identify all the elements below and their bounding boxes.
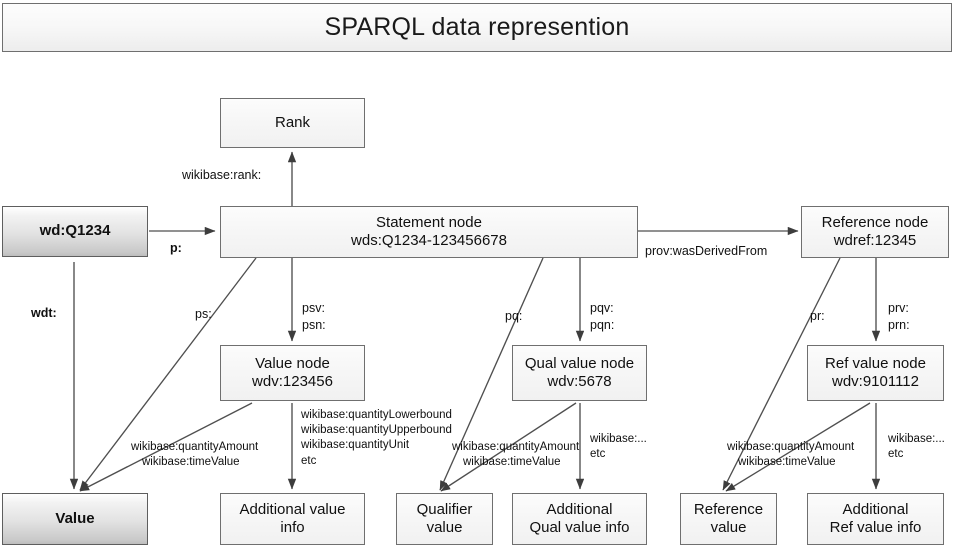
edge-label-pq: pq: [505,309,523,323]
node-qual-value-node-line2: wdv:5678 [547,373,612,390]
edge-label-pqn: pqn: [590,317,615,332]
edge-label-value-amount-1: wikibase:quantityAmount [131,441,259,453]
node-reference-line2: wdref:12345 [833,232,917,249]
edge-label-pqv: pqv: [590,301,614,315]
edge-label-qual-amount-1: wikibase:quantityAmount [452,441,580,453]
edge-label-value-extra-2: wikibase:quantityUpperbound [301,424,452,437]
edge-label-prv-prn: prv: prn: [888,300,910,333]
edge-label-ref-amount: wikibase:quantityAmount wikibase:timeVal… [727,440,854,470]
node-reference-value-line1: Reference [693,500,764,518]
node-additional-ref-value-info-line1: Additional [842,500,909,518]
node-value-node-line2: wdv:123456 [252,373,333,390]
node-value[interactable]: Value [2,493,148,545]
edge-label-rank: wikibase:rank: [182,168,262,182]
node-statement-line1: Statement node [376,213,482,231]
edge-label-qual-amount: wikibase:quantityAmount wikibase:timeVal… [452,440,579,470]
edge-label-pqv-pqn: pqv: pqn: [590,300,614,333]
node-entity-label: wd:Q1234 [39,222,111,240]
node-additional-value-info-line2: info [280,519,305,536]
edge-label-qual-extra-2: etc [590,448,606,461]
edge-label-qual-amount-2: wikibase:timeValue [463,456,561,469]
node-value-node[interactable]: Value node wdv:123456 [220,345,365,401]
edge-label-psn: psn: [302,317,326,332]
edge-ps [79,257,257,491]
node-rank-label: Rank [274,113,311,131]
edge-label-p: p: [170,241,182,255]
edge-label-ref-extra-1: wikibase:... [888,433,945,445]
node-additional-qual-value-info-line2: Qual value info [529,519,630,536]
node-reference-line1: Reference node [821,213,929,231]
edge-label-prn: prn: [888,317,910,332]
node-statement[interactable]: Statement node wds:Q1234-123456678 [220,206,638,258]
edge-pq [439,257,544,491]
edge-pr [722,257,841,491]
node-qualifier-value-line2: value [426,519,463,536]
edge-valuenode-to-value [79,402,253,492]
node-additional-ref-value-info[interactable]: Additional Ref value info [807,493,944,545]
node-value-node-line1: Value node [255,354,330,372]
edge-label-value-amount: wikibase:quantityAmount wikibase:timeVal… [131,440,258,470]
node-additional-qual-value-info[interactable]: Additional Qual value info [512,493,647,545]
node-additional-ref-value-info-line2: Ref value info [829,519,922,536]
node-statement-line2: wds:Q1234-123456678 [351,232,507,249]
edge-label-value-extra-1: wikibase:quantityLowerbound [301,409,452,421]
edge-qualnode-to-qualifier [440,402,577,492]
edge-label-ref-amount-1: wikibase:quantityAmount [727,441,855,453]
edge-label-value-extra-4: etc [301,454,317,467]
edge-refnode-to-refvalue [725,402,871,492]
node-additional-qual-value-info-line1: Additional [546,500,613,518]
edge-label-qual-extra-1: wikibase:... [590,433,647,445]
node-qual-value-node[interactable]: Qual value node wdv:5678 [512,345,647,401]
edge-label-value-extra-3: wikibase:quantityUnit [301,439,410,452]
edge-label-psv: psv: [302,301,325,315]
node-value-label: Value [55,509,95,527]
edge-label-pr: pr: [810,309,825,323]
edge-label-derived: prov:wasDerivedFrom [645,244,768,258]
node-qualifier-value-line1: Qualifier [416,500,473,518]
node-qual-value-node-line1: Qual value node [524,354,635,372]
edge-label-value-extra: wikibase:quantityLowerbound wikibase:qua… [301,408,452,469]
edge-label-ref-amount-2: wikibase:timeValue [738,456,836,469]
node-reference[interactable]: Reference node wdref:12345 [801,206,949,258]
node-ref-value-node-line1: Ref value node [825,354,926,372]
node-rank[interactable]: Rank [220,98,365,148]
edge-label-ps: ps: [195,307,212,321]
node-ref-value-node[interactable]: Ref value node wdv:9101112 [807,345,944,401]
node-qualifier-value[interactable]: Qualifier value [396,493,493,545]
node-entity[interactable]: wd:Q1234 [2,206,148,257]
node-additional-value-info[interactable]: Additional value info [220,493,365,545]
edge-label-ref-extra: wikibase:... etc [888,432,945,462]
node-reference-value-line2: value [710,519,747,536]
edge-label-wdt: wdt: [31,306,57,320]
edge-label-ref-extra-2: etc [888,448,904,461]
node-ref-value-node-line2: wdv:9101112 [831,373,919,390]
node-reference-value[interactable]: Reference value [680,493,777,545]
page-title: SPARQL data represention [2,3,952,52]
edge-label-qual-extra: wikibase:... etc [590,432,647,462]
edge-label-value-amount-2: wikibase:timeValue [142,456,240,469]
node-additional-value-info-line1: Additional value [239,500,346,518]
edge-label-psv-psn: psv: psn: [302,300,326,333]
edge-label-prv: prv: [888,301,909,315]
